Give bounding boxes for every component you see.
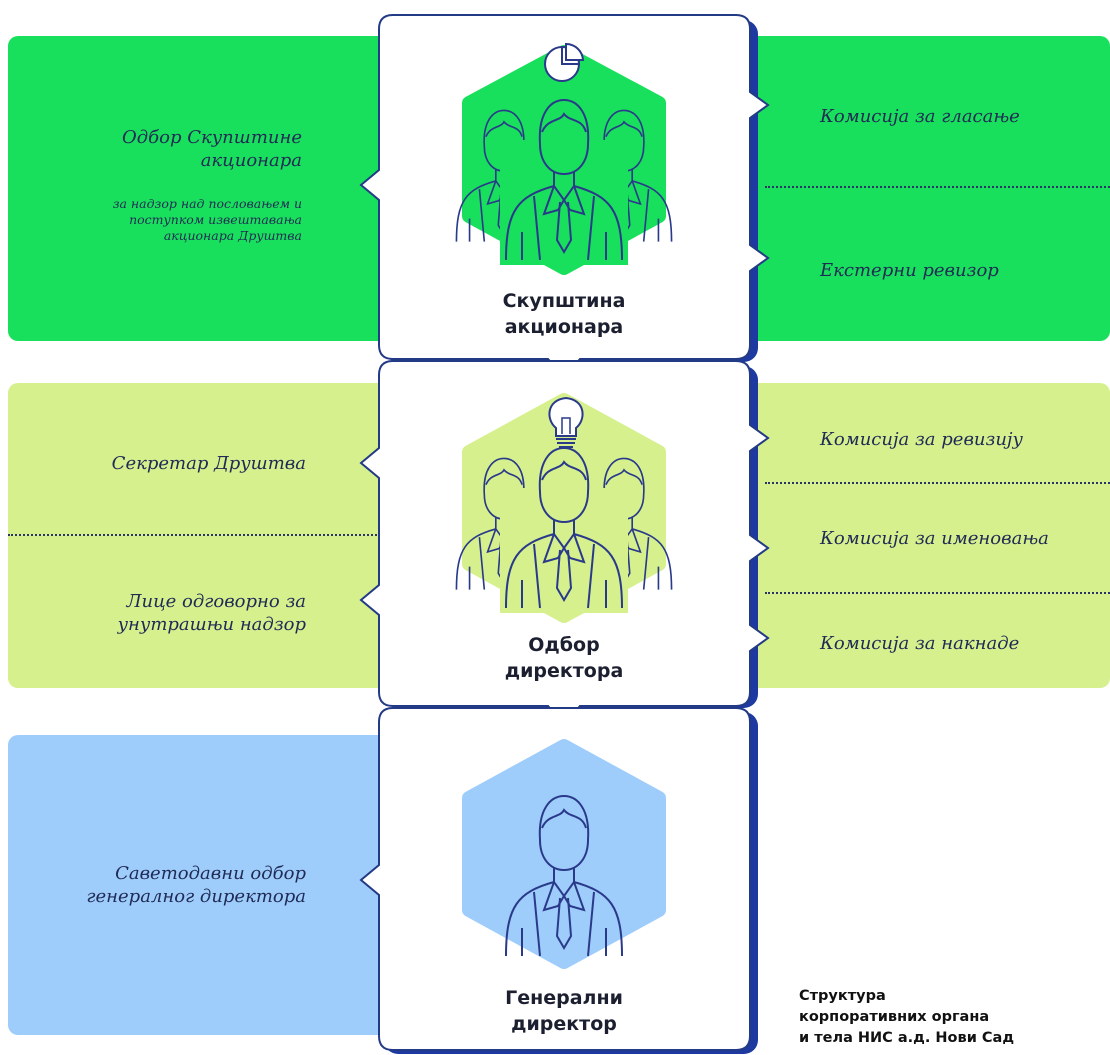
caption-line: корпоративних органа: [799, 1009, 990, 1025]
label-line: Лице одговорно за: [126, 591, 306, 612]
separator-directors-right-1: [765, 482, 1110, 484]
label-line: за надзор над пословањем и: [112, 196, 302, 211]
card-title-line: Скупштина: [502, 290, 626, 312]
nomination-committee-label: Комисија за именовања: [820, 528, 1049, 549]
shareholders-people-icon: [455, 99, 673, 265]
caption-line: Структура: [799, 988, 886, 1004]
shareholders-committee-subtitle: за надзор над пословањем и поступком изв…: [40, 196, 302, 244]
pie-chart-icon: [544, 42, 585, 82]
label-line: генералног директора: [86, 886, 306, 907]
card-title-line: директор: [511, 1013, 617, 1035]
shareholders-committee-title: Одбор Скупштине акционара: [60, 126, 302, 172]
directors-people-icon: [455, 447, 673, 613]
label-line: акционара: [200, 150, 302, 171]
label-line: Саветодавни одбор: [115, 863, 306, 884]
separator-shareholders-right: [765, 186, 1110, 188]
card-title-line: Генерални: [505, 987, 623, 1009]
external-auditor-label: Екстерни ревизор: [820, 260, 999, 281]
label-line: унутрашњи надзор: [117, 614, 306, 635]
audit-committee-label: Комисија за ревизију: [820, 429, 1023, 450]
ceo-hexagon: [462, 739, 666, 969]
label-line: поступком извештавања: [129, 212, 302, 227]
ceo-advisory-board-label: Саветодавни одбор генералног директора: [30, 862, 306, 908]
ceo-card-title: Генерални директор: [414, 985, 714, 1037]
remuneration-committee-label: Комисија за накнаде: [820, 633, 1020, 654]
caption-line: и тела НИС а.д. Нови Сад: [799, 1030, 1015, 1046]
diagram-caption: Структура корпоративних органа и тела НИ…: [799, 986, 1099, 1049]
card-title-line: акционара: [504, 316, 624, 338]
label-line: Одбор Скупштине: [121, 127, 302, 148]
shareholders-card-title: Скупштина акционара: [414, 288, 714, 340]
card-title-line: директора: [504, 660, 624, 682]
separator-directors-right-2: [765, 592, 1110, 594]
label-line: акционара Друштва: [163, 228, 302, 243]
voting-committee-label: Комисија за гласање: [820, 106, 1020, 127]
separator-directors-left: [8, 534, 380, 536]
light-bulb-icon: [548, 396, 584, 448]
card-title-line: Одбор: [528, 634, 600, 656]
ceo-band: [8, 735, 380, 1035]
internal-supervision-label: Лице одговорно за унутрашњи надзор: [40, 590, 306, 636]
directors-card-title: Одбор директора: [414, 632, 714, 684]
company-secretary-label: Секретар Друштва: [111, 453, 306, 474]
